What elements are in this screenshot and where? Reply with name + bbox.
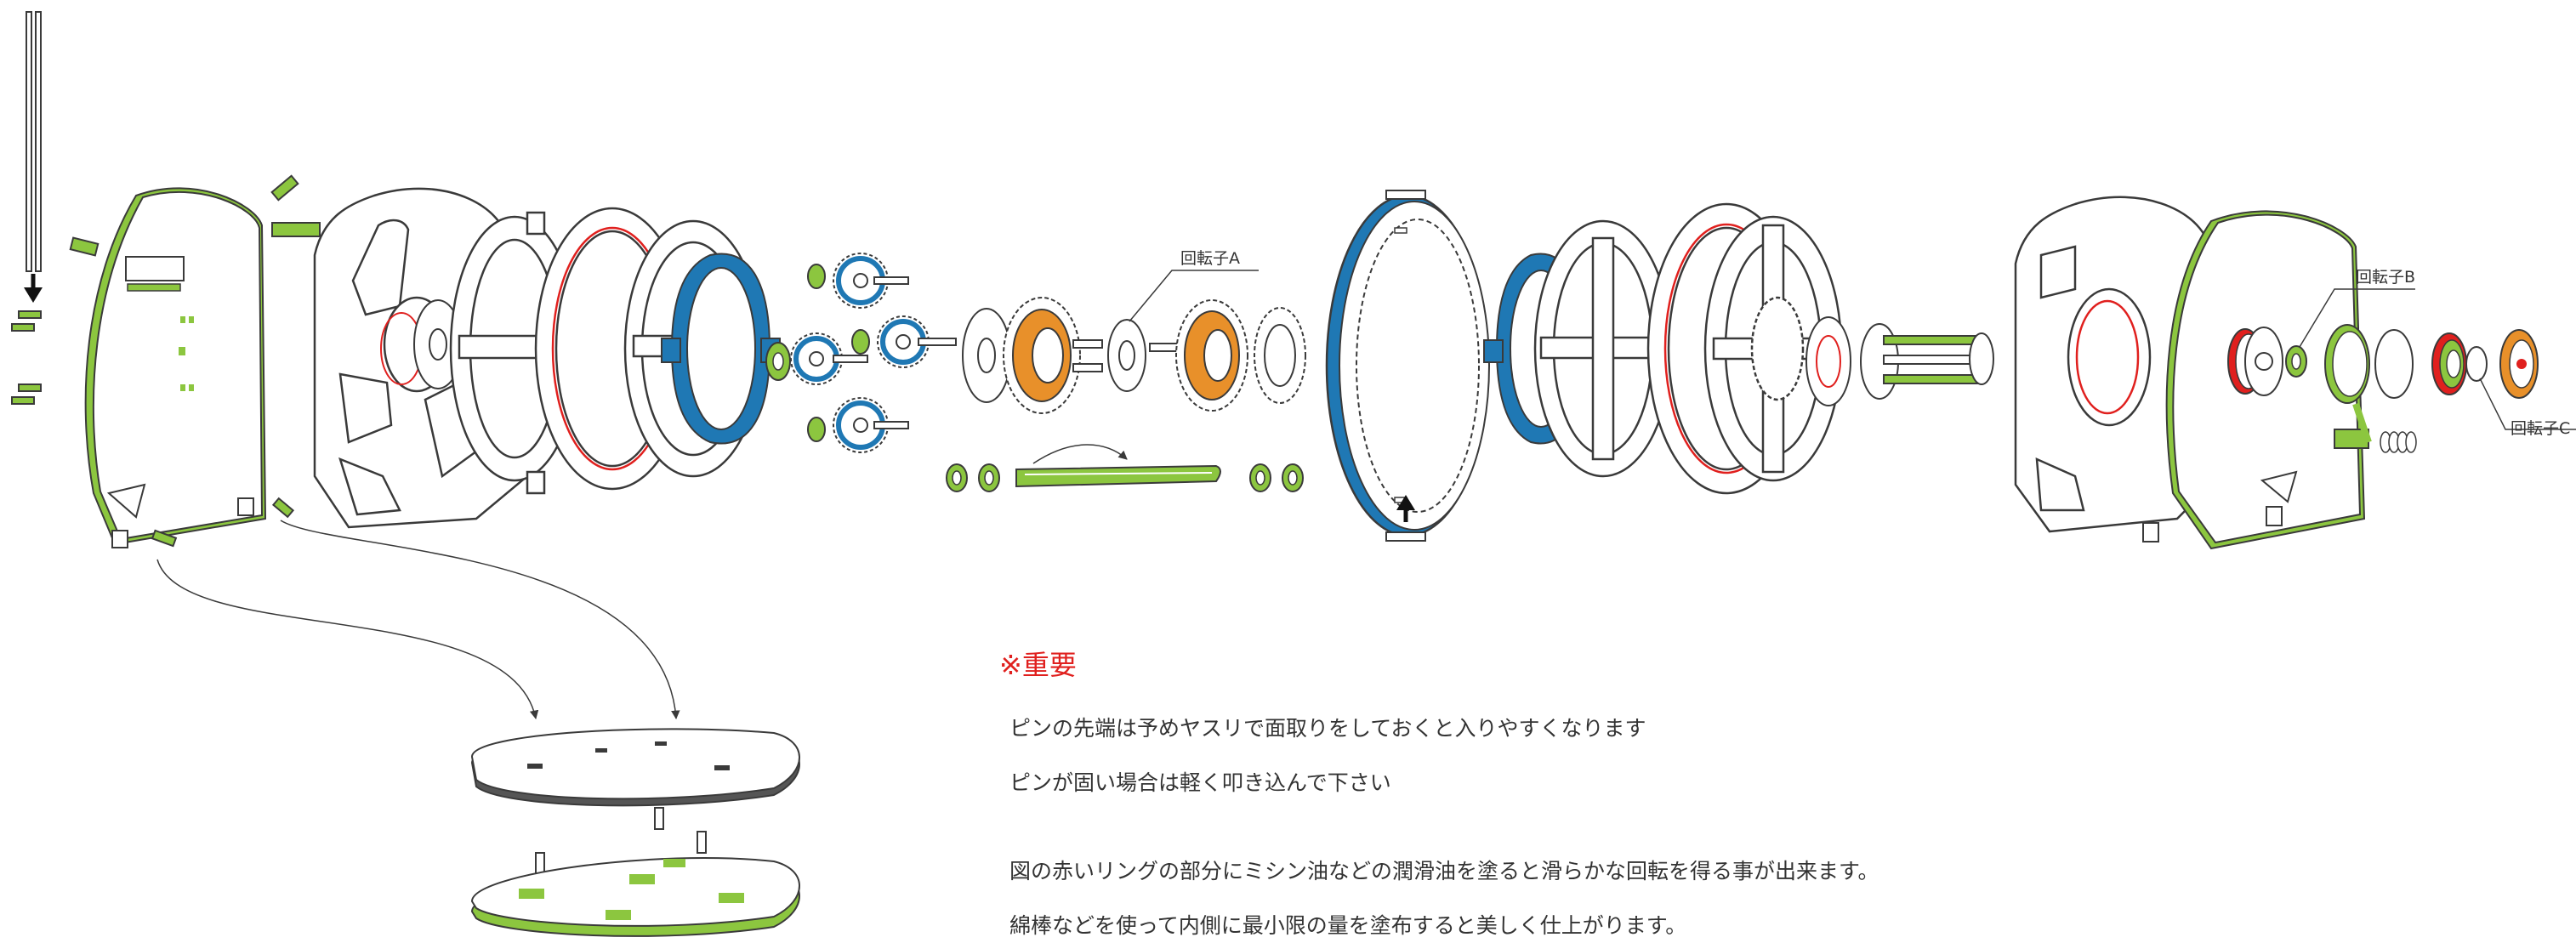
oil-ring-red [2075,299,2140,415]
rotor-b-parts [2227,327,2307,396]
small-pins-left [11,174,299,405]
callout-rotor-a: 回転子A [1180,249,1240,268]
ring-gear [1325,194,1490,537]
gear-plate-blue-1 [661,253,781,445]
assembly-curve-right [280,520,680,720]
callout-leader-b [2299,288,2415,348]
notes-heading: ※重要 [999,649,1077,681]
assembly-curve-left [156,559,539,720]
pin-rods [26,11,42,272]
up-arrow [1396,495,1415,522]
side-panel-left [84,187,321,548]
base-plate-bottom [470,857,800,937]
shaft-row [946,444,1304,492]
hub-disc-1 [413,299,463,389]
callout-rotor-c: 回転子C [2511,419,2570,438]
shaft-assembly [1860,323,1994,400]
callout-leader-a [1129,270,1259,322]
orange-gear-1 [1003,297,1081,414]
planet-gears [790,253,957,453]
gear-ring-small [1254,307,1306,404]
pins-mid [1072,339,1103,372]
hub-disc-2 [1805,316,1851,406]
ring-pins [1385,190,1426,542]
rotor-c-parts [2324,324,2539,453]
note-line: 綿棒などを使って内側に最小限の量を塗布すると美しく仕上がります。 [1009,913,1687,938]
callout-rotor-b: 回転子B [2356,268,2415,287]
carrier-disc [962,308,1011,403]
orange-gear-2 [1149,299,1248,412]
frame-plate-7 [1703,215,1843,482]
note-line: ピンの先端は予めヤスリで面取りをしておくと入りやすくなります [1009,716,1646,741]
frame-plate-5 [1533,219,1673,478]
small-disc [765,342,791,381]
note-line: 図の赤いリングの部分にミシン油などの潤滑油を塗ると滑らかな回転を得る事が出来ます… [1009,859,1879,883]
callout-leader-c [2479,378,2576,430]
note-line: ピンが固い場合は軽く叩き込んで下さい [1009,770,1391,795]
base-plate-top [470,728,800,807]
rotor-a-disc [1107,319,1146,392]
down-arrow [24,274,43,303]
green-spacers [807,264,870,442]
